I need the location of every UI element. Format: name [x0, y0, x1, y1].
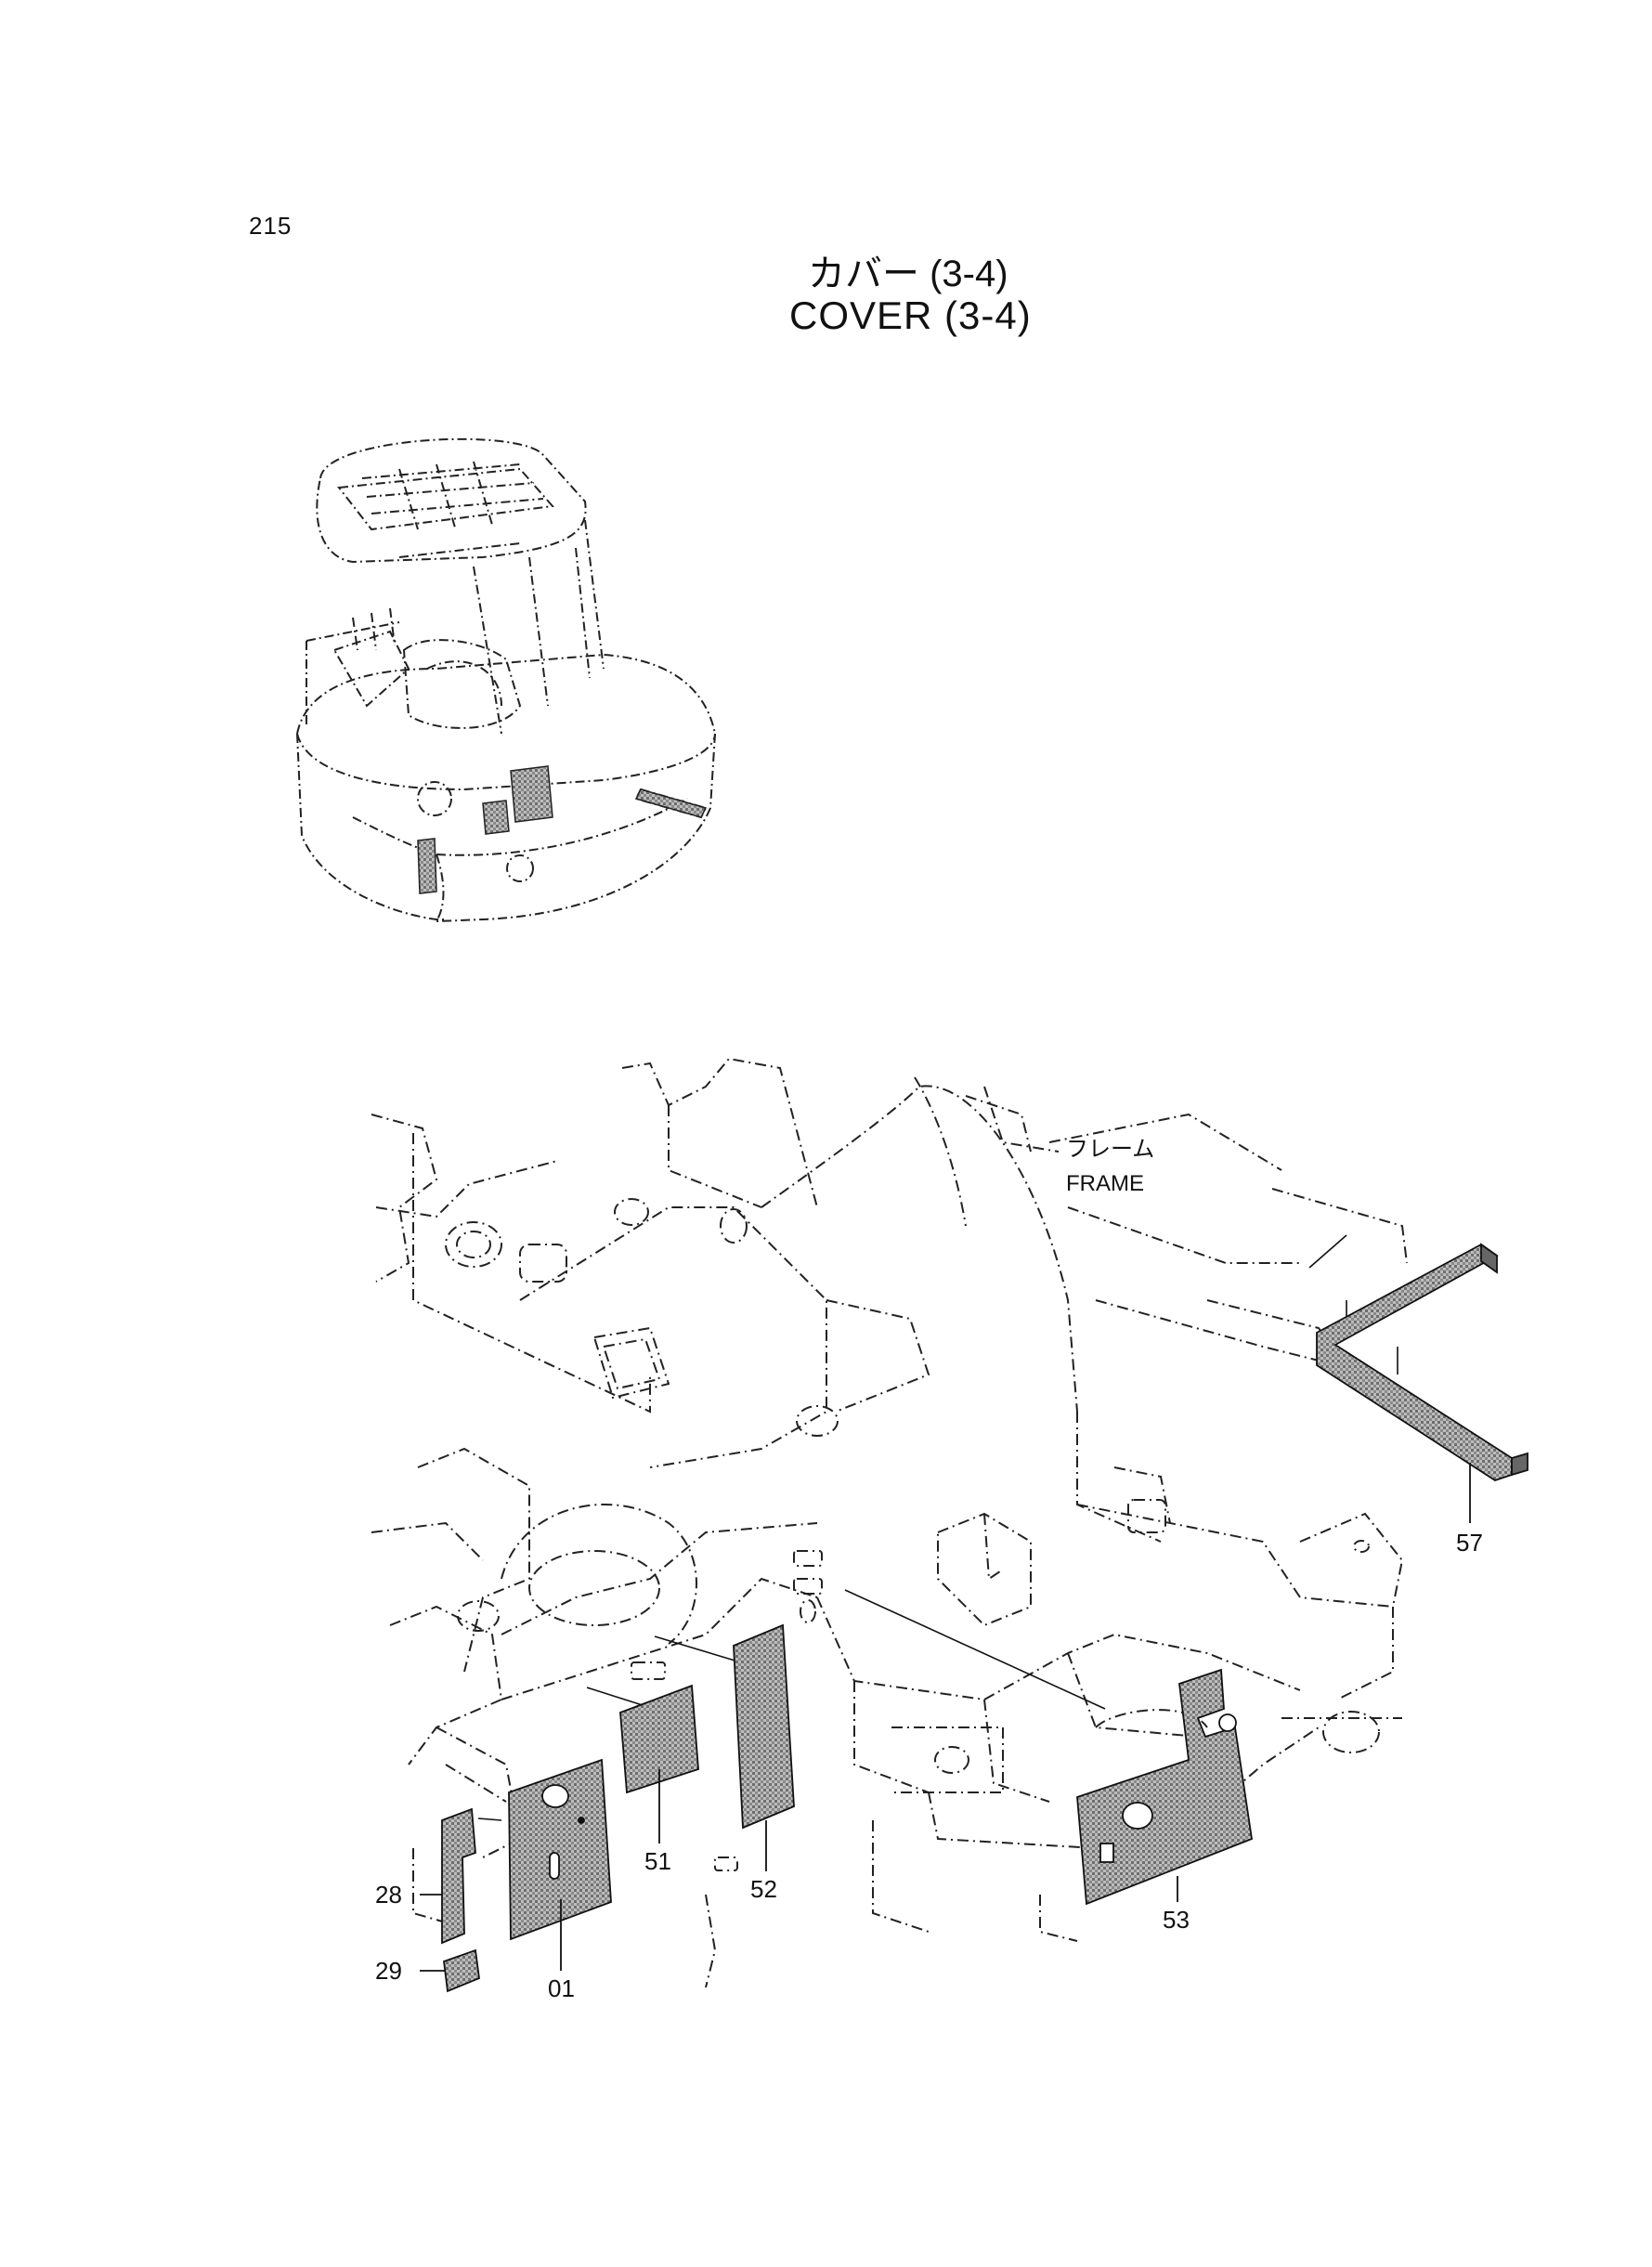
callout-28: 28 [375, 1881, 402, 1909]
page-number: 215 [249, 212, 293, 240]
callout-01: 01 [548, 1974, 575, 2002]
assembly-lines [477, 1234, 1398, 1821]
callout-51: 51 [644, 1847, 671, 1875]
overview-highlighted-parts [417, 765, 708, 894]
title-english: COVER (3-4) [789, 293, 1032, 337]
callout-52: 52 [750, 1875, 777, 1903]
callout-leaders [420, 1463, 1471, 1972]
part-51[interactable] [619, 1684, 699, 1794]
part-29[interactable] [443, 1948, 480, 1993]
callout-29: 29 [375, 1957, 402, 1985]
callout-57: 57 [1456, 1529, 1483, 1557]
title-japanese: カバー (3-4) [808, 254, 1008, 294]
part-28[interactable] [441, 1807, 476, 1945]
part-57[interactable] [1316, 1243, 1528, 1481]
part-53[interactable] [1076, 1668, 1253, 1906]
callout-53: 53 [1163, 1906, 1190, 1934]
frame-label-english: FRAME [1066, 1171, 1144, 1196]
part-01[interactable] [508, 1758, 612, 1941]
part-52[interactable] [733, 1623, 795, 1830]
machine-overview-illustration [296, 437, 716, 922]
frame-label-japanese: フレーム [1066, 1137, 1154, 1162]
